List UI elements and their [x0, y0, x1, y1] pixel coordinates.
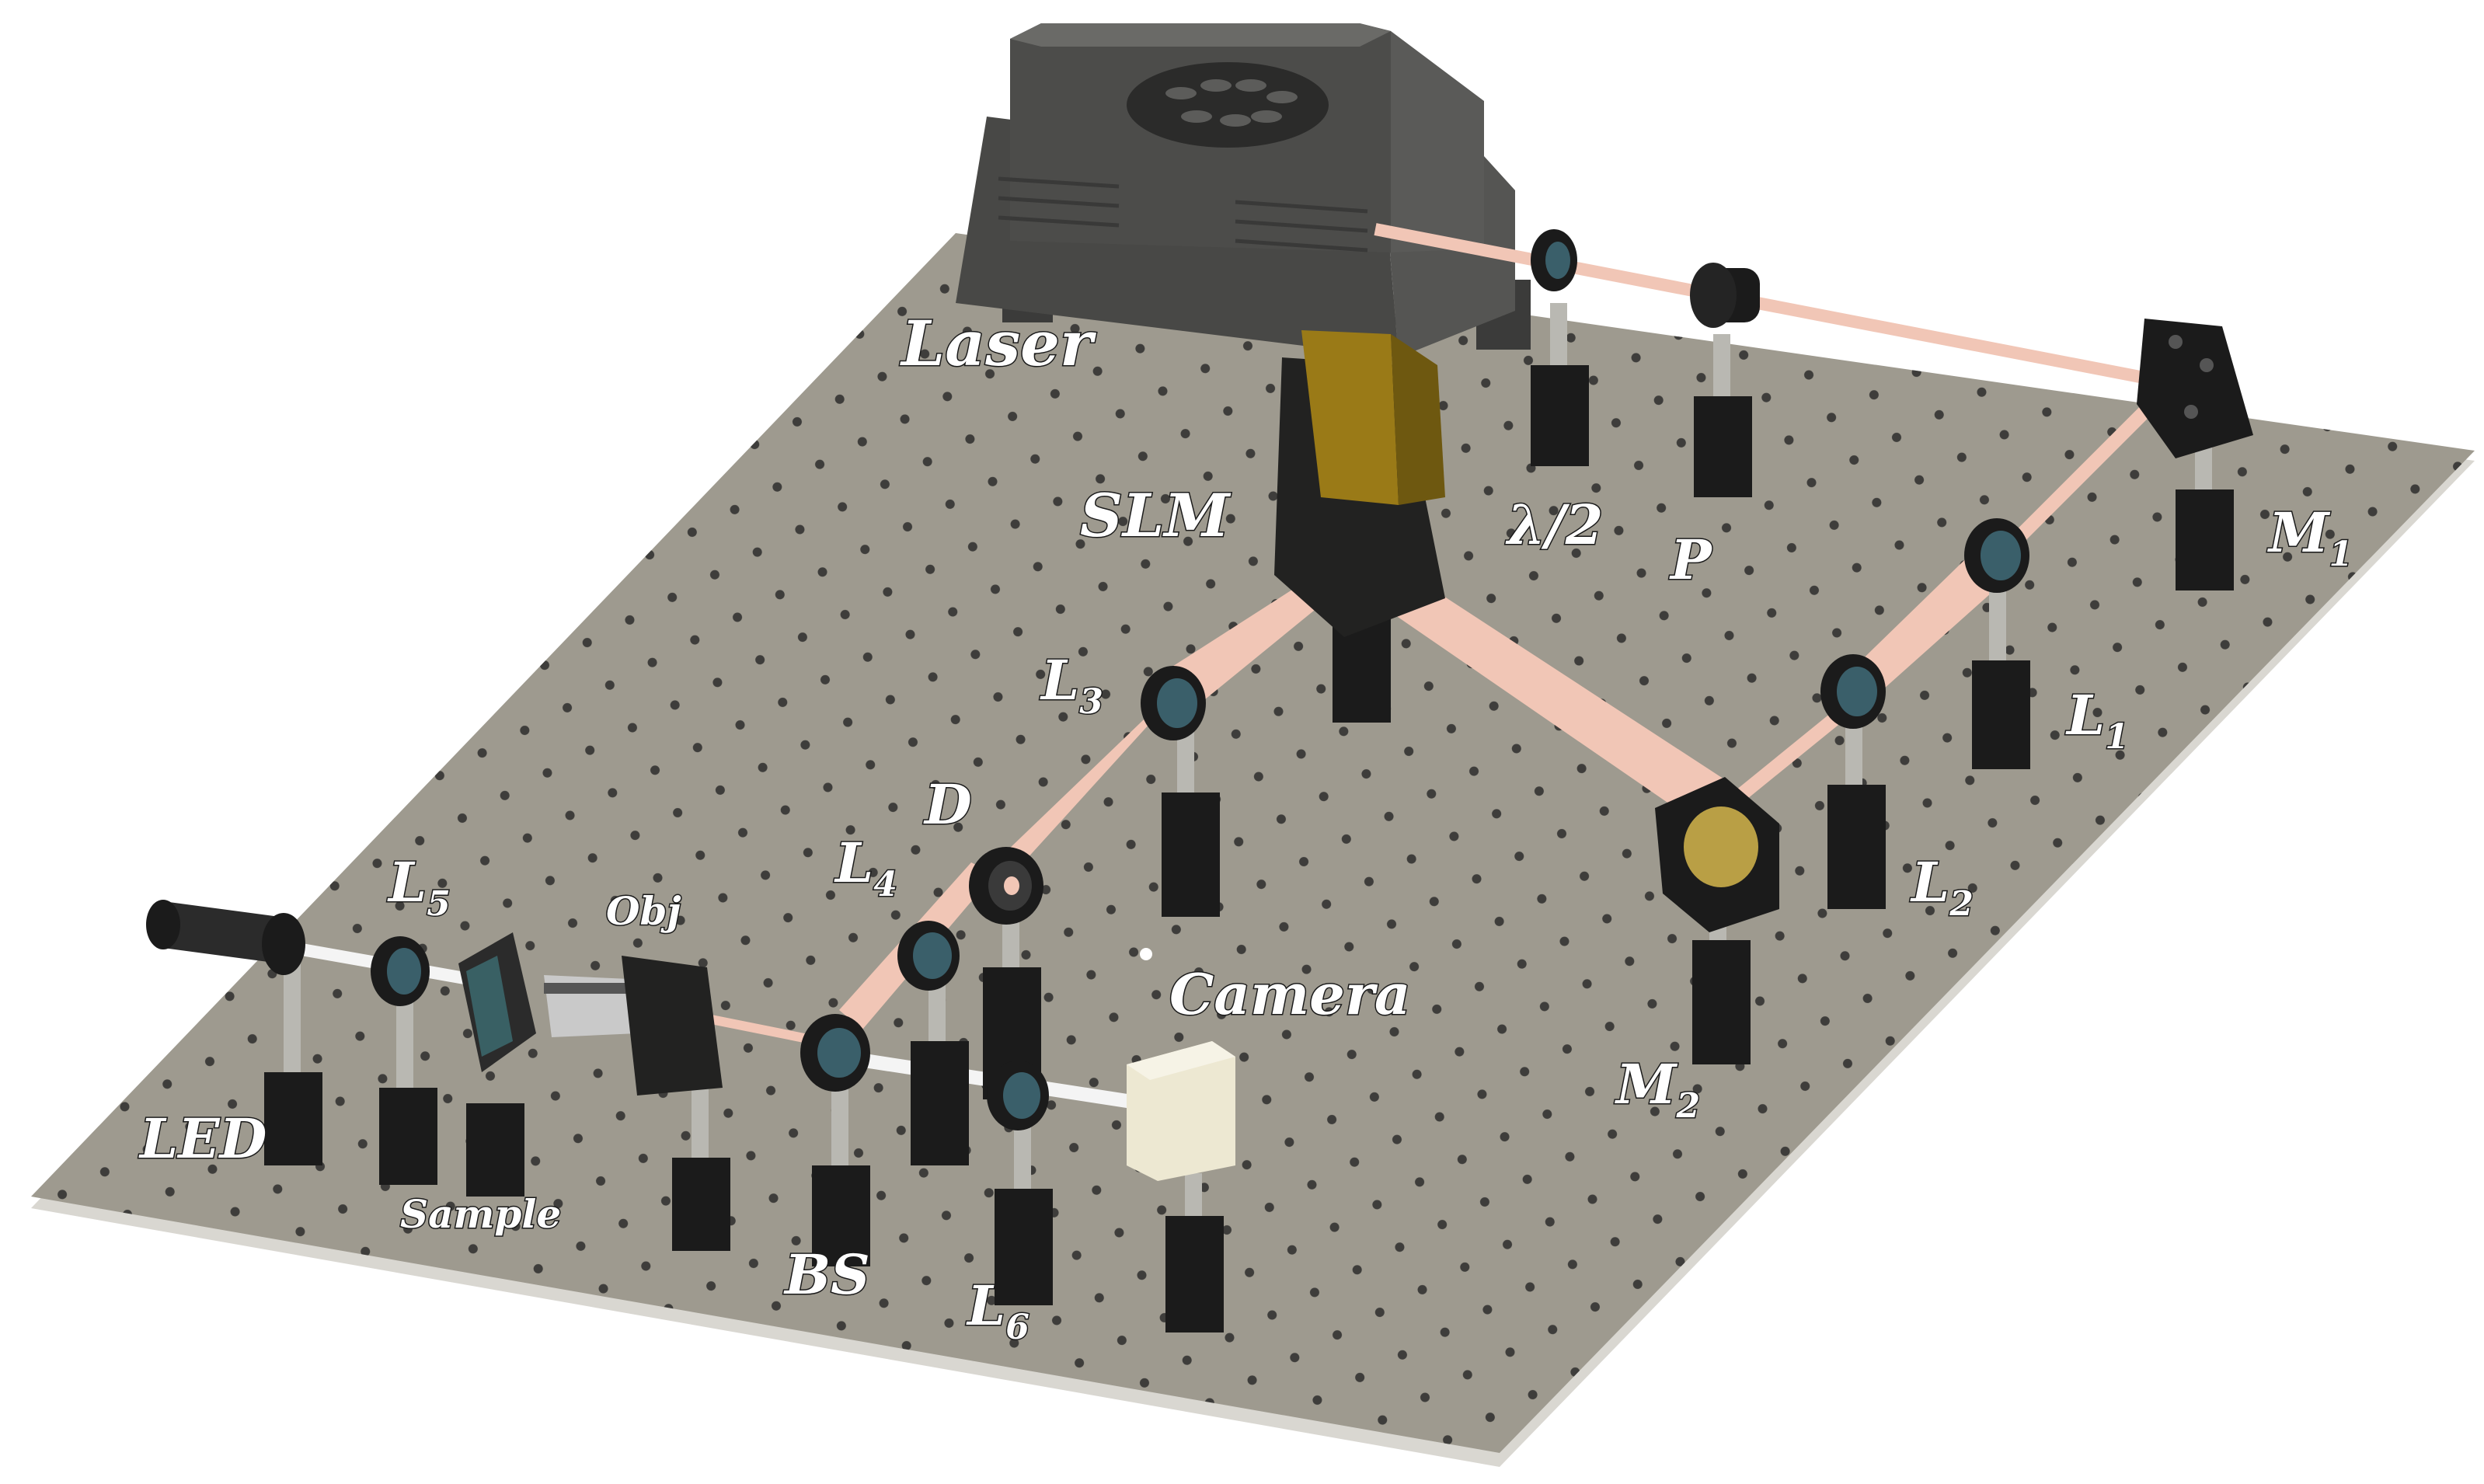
led-source [146, 900, 305, 975]
label-led: LED [138, 1106, 267, 1171]
half-wave-plate-holder [1531, 229, 1577, 291]
slm-device [1274, 330, 1445, 637]
objective-lens [544, 956, 723, 1096]
beam-splitter-holder [800, 1014, 870, 1092]
mirror-m2-mount [1655, 777, 1779, 932]
label-m1: M1 [2267, 500, 2353, 574]
post-l1 [1972, 575, 2030, 769]
post-bs [812, 1088, 870, 1266]
lens-l4-holder [897, 921, 960, 991]
post-l4 [911, 979, 969, 1165]
label-laser: Laser [900, 307, 1096, 380]
label-camera: Camera [1169, 961, 1411, 1027]
label-bs: BS [783, 1242, 870, 1307]
post-obj [672, 1088, 730, 1251]
lens-l5-holder [371, 936, 430, 1006]
post-m1 [2176, 435, 2234, 590]
lens-l6-holder [987, 1061, 1049, 1130]
post-l3 [1162, 715, 1220, 917]
label-slm: SLM [1080, 481, 1231, 550]
labels: Laser SLM λ/2 P M1 L1 L2 L3 L4 L5 L6 M2 … [138, 306, 2354, 1349]
label-half-wave: λ/2 [1505, 493, 1603, 557]
post-sample [466, 1103, 524, 1197]
lens-l1-holder [1964, 518, 2029, 593]
laser-vent-icon [1127, 62, 1329, 148]
label-l3: L3 [1040, 648, 1103, 722]
label-l1: L1 [2065, 683, 2129, 757]
polarizer-holder [1690, 263, 1760, 328]
aperture-d-holder [969, 847, 1043, 925]
laser-head [956, 23, 1531, 357]
optical-posts [264, 303, 2234, 1332]
post-l2 [1827, 707, 1886, 909]
post-camera [1165, 1173, 1224, 1332]
camera-body [1127, 1041, 1235, 1181]
post-polarizer [1694, 334, 1752, 497]
label-l6: L6 [966, 1273, 1029, 1347]
label-d: D [923, 772, 972, 837]
camera-marker-dot [1140, 948, 1152, 960]
label-l4: L4 [834, 831, 897, 904]
mirror-m1-mount [2137, 319, 2253, 458]
lens-l3-holder [1141, 666, 1206, 740]
optical-table [31, 233, 2475, 1467]
label-polarizer: P [1669, 528, 1713, 592]
label-obj: Obj [606, 888, 681, 934]
label-m2: M2 [1615, 1052, 1700, 1126]
label-l5: L5 [387, 850, 451, 924]
post-led [264, 963, 322, 1165]
label-sample: Sample [400, 1191, 561, 1237]
label-l2: L2 [1910, 850, 1974, 924]
post-half-wave [1531, 303, 1589, 466]
sample-stage [458, 932, 536, 1072]
lens-l2-holder [1820, 654, 1886, 729]
post-l6 [995, 1119, 1053, 1305]
post-l5 [379, 1002, 437, 1185]
